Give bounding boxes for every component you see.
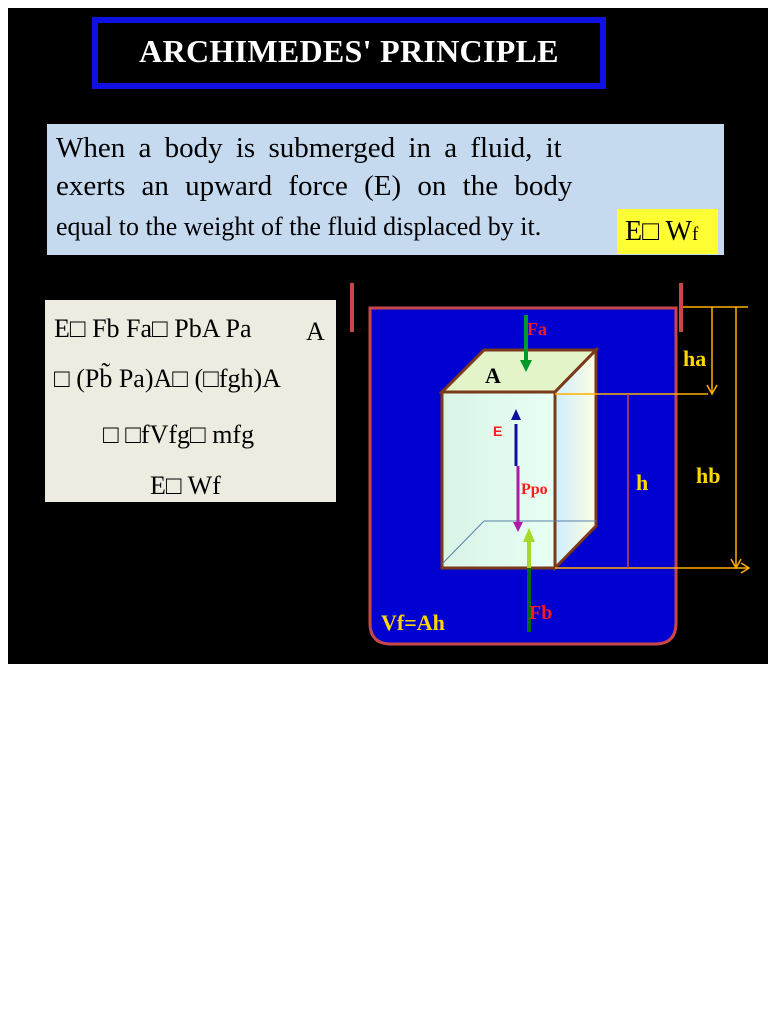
formula-line-1-area: A — [306, 317, 325, 346]
formula-line-2: □ (Pb̃ Pa)A□ (□fgh)A — [54, 364, 281, 393]
label-h: h — [636, 470, 648, 495]
slide: ARCHIMEDES' PRINCIPLE When a body is sub… — [8, 8, 768, 664]
label-e: E — [493, 423, 502, 439]
definition-line-1: When a body is submerged in a fluid, it — [56, 132, 562, 164]
buoyancy-diagram: Fa A E Ppo h ha hb Fb Vf=Ah — [350, 283, 751, 646]
equation-main: E□ W — [625, 216, 692, 247]
definition-line-2: exerts an upward force (E) on the body — [56, 170, 573, 202]
label-ha: ha — [683, 346, 706, 371]
label-volume: Vf=Ah — [381, 610, 445, 635]
force-fb-arrowhead — [523, 528, 535, 542]
label-ppo: Ppo — [521, 481, 548, 498]
principle-equation-box: E□ Wf — [617, 209, 718, 254]
cube-hidden-edge-diagonal — [441, 520, 485, 565]
formula-line-4: E□ Wf — [150, 471, 221, 500]
definition-box: When a body is submerged in a fluid, it … — [47, 124, 724, 255]
definition-line-3: equal to the weight of the fluid displac… — [56, 212, 542, 241]
label-hb: hb — [696, 463, 720, 488]
label-fa: Fa — [527, 319, 547, 339]
formula-box: E□ Fb Fa□ PbA Pa A □ (Pb̃ Pa)A□ (□fgh)A … — [45, 300, 336, 502]
slide-title: ARCHIMEDES' PRINCIPLE — [139, 33, 559, 69]
label-fb: Fb — [529, 602, 552, 624]
equation-subscript: f — [691, 224, 699, 245]
force-e-arrowhead — [511, 409, 521, 420]
cube-front-face — [440, 390, 557, 570]
pressure-arrowhead — [513, 522, 523, 532]
principle-equation: E□ Wf — [625, 216, 698, 248]
bottom-line-arrowhead — [740, 562, 751, 574]
formula-line-1: E□ Fb Fa□ PbA Pa — [54, 314, 252, 343]
ha-arrowhead — [706, 384, 718, 396]
formula-line-3: □ □fVfg□ mfg — [103, 420, 255, 449]
label-area: A — [485, 363, 501, 388]
force-fa-arrowhead — [520, 360, 532, 372]
hb-arrowhead — [730, 558, 742, 570]
title-box: ARCHIMEDES' PRINCIPLE — [92, 17, 606, 89]
